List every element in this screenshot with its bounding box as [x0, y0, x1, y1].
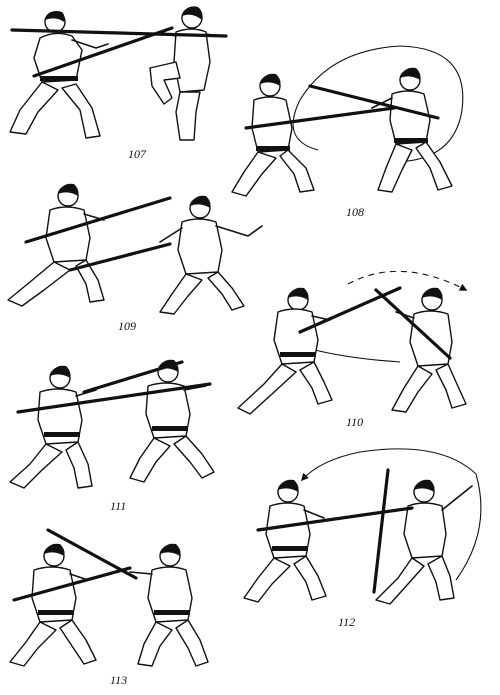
figure-113-drawing: [9, 528, 209, 667]
figure-107-label: 107: [128, 147, 147, 161]
fighter-left-112: [243, 479, 327, 603]
fighter-right-111: [129, 359, 215, 483]
fighter-right-113: [129, 543, 209, 667]
fighter-right-112: [375, 479, 473, 605]
figure-112-label: 112: [338, 615, 355, 629]
fighter-right-110: [391, 287, 467, 413]
figure-113-label: 113: [110, 673, 127, 687]
fighter-left-110: [237, 287, 333, 415]
figure-107-drawing: [9, 6, 228, 141]
fighter-right-109: [159, 195, 263, 315]
fighter-right-108: [371, 67, 453, 193]
figure-110-label: 110: [346, 415, 363, 429]
fighter-left-113: [9, 543, 97, 667]
figure-110-drawing: [237, 270, 468, 415]
figure-109-drawing: [7, 183, 263, 315]
figure-109-label: 109: [118, 319, 136, 333]
fighter-left-111: [9, 365, 97, 489]
fighter-left-109: [7, 183, 105, 307]
figure-112-drawing: [243, 448, 482, 605]
fighter-left-107: [9, 11, 109, 139]
figure-108-drawing: [231, 45, 464, 197]
fighter-right-107: [149, 6, 219, 141]
figure-111-label: 111: [110, 499, 126, 513]
fighter-left-108: [231, 73, 315, 197]
figure-111-drawing: [9, 359, 215, 489]
figure-108-label: 108: [346, 205, 364, 219]
